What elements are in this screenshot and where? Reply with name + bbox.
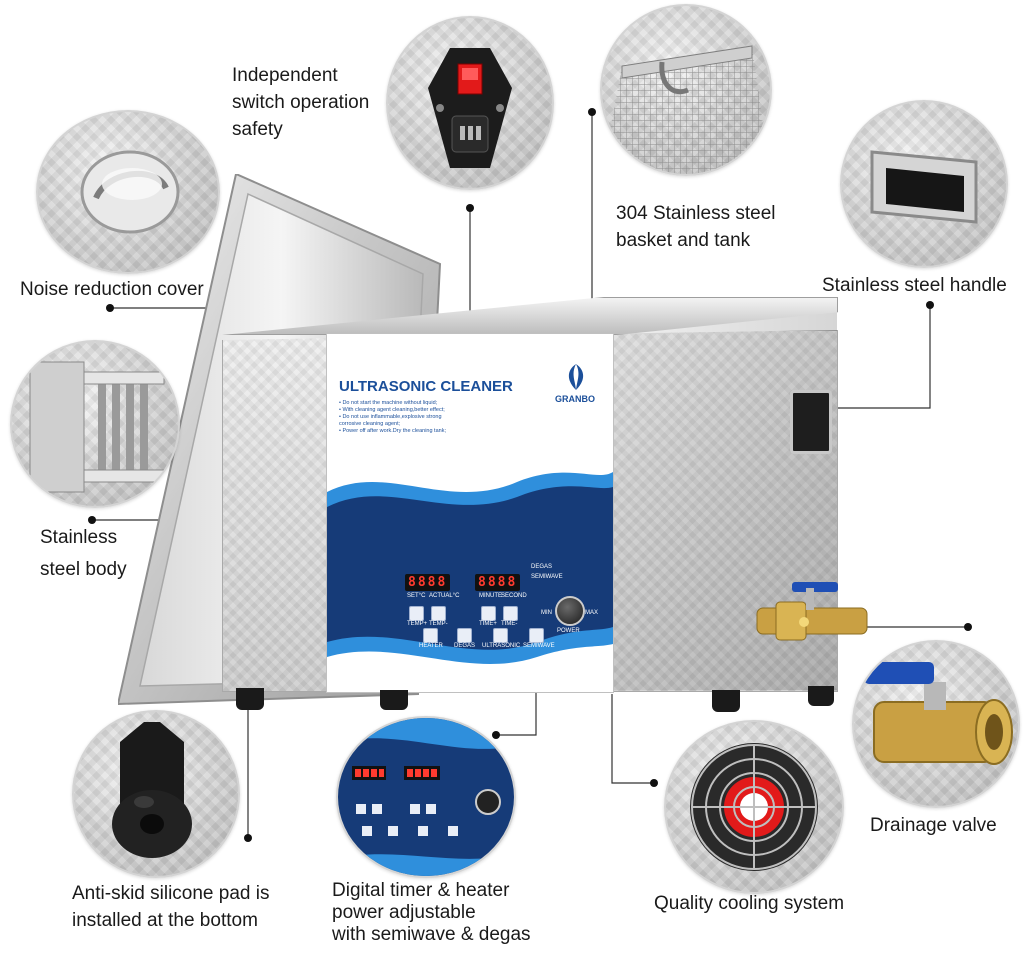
body-detail-circle bbox=[10, 340, 180, 508]
warning-notes: • Do not start the machine without liqui… bbox=[339, 400, 446, 434]
semiwave-indicator-label: SEMIWAVE bbox=[531, 574, 563, 580]
label-switch: Independent switch operation safety bbox=[232, 65, 370, 140]
power-label: POWER bbox=[557, 628, 580, 634]
temperature-display: 8888 bbox=[405, 574, 451, 591]
label-basket: 304 Stainless steel basket and tank bbox=[616, 203, 776, 251]
mesh-basket-icon bbox=[602, 45, 770, 174]
drain-valve-on-machine[interactable] bbox=[752, 580, 882, 660]
label-pad: Anti-skid silicone pad is installed at t… bbox=[72, 883, 270, 931]
folded-steel-icon bbox=[29, 361, 165, 493]
timer-detail-circle bbox=[336, 716, 516, 878]
label-timer: Digital timer & heater power adjustable … bbox=[332, 880, 531, 945]
handle-detail-circle bbox=[840, 100, 1008, 268]
ultrasonic-button[interactable] bbox=[493, 628, 508, 643]
second-label: SECOND bbox=[501, 593, 527, 599]
time-plus-label: TIME+ bbox=[479, 621, 497, 627]
max-label: MAX bbox=[585, 610, 599, 616]
time-display: 8888 bbox=[475, 574, 521, 591]
label-cooling: Quality cooling system bbox=[654, 893, 845, 914]
semiwave-button[interactable] bbox=[529, 628, 544, 643]
label-valve: Drainage valve bbox=[870, 815, 997, 836]
ultrasonic-label: ULTRASONIC bbox=[482, 643, 521, 649]
recessed-handle-icon bbox=[870, 150, 978, 224]
time-plus-button[interactable] bbox=[481, 606, 496, 621]
foot-left bbox=[236, 688, 264, 710]
wave-graphic bbox=[327, 472, 613, 692]
degas-label: DEGAS bbox=[454, 643, 476, 649]
brand-logo-icon bbox=[561, 362, 591, 392]
minute-label: MINUTE bbox=[479, 593, 502, 599]
min-label: MIN bbox=[541, 610, 552, 616]
label-body: Stainless steel body bbox=[40, 527, 127, 580]
degas-indicator-label: DEGAS bbox=[531, 564, 553, 570]
control-panel-zoom-icon bbox=[338, 718, 514, 876]
power-switch-icon bbox=[428, 48, 512, 168]
temp-minus-label: TEMP- bbox=[429, 621, 448, 627]
switch-detail-circle bbox=[386, 16, 554, 190]
valve-detail-circle bbox=[852, 640, 1020, 808]
pad-detail-circle bbox=[72, 710, 240, 878]
foot-mid-right bbox=[712, 690, 740, 712]
set-temp-label: SET°C bbox=[407, 593, 426, 599]
cooling-fan-icon bbox=[690, 743, 818, 871]
brand-name: GRANBO bbox=[555, 394, 595, 404]
brass-valve-icon bbox=[864, 662, 1013, 765]
heater-button[interactable] bbox=[423, 628, 438, 643]
front-control-panel: ULTRASONIC CLEANER GRANBO • Do not start… bbox=[326, 333, 614, 693]
power-knob[interactable] bbox=[555, 596, 585, 626]
label-cover: Noise reduction cover bbox=[20, 279, 204, 300]
basket-detail-circle bbox=[600, 4, 772, 176]
time-minus-label: TIME- bbox=[501, 621, 518, 627]
heater-label: HEATER bbox=[419, 643, 443, 649]
panel-title: ULTRASONIC CLEANER bbox=[339, 378, 513, 395]
actual-temp-label: ACTUAL°C bbox=[429, 593, 460, 599]
time-minus-button[interactable] bbox=[503, 606, 518, 621]
temp-plus-button[interactable] bbox=[409, 606, 424, 621]
cooling-detail-circle bbox=[664, 720, 844, 894]
side-handle[interactable] bbox=[790, 390, 832, 454]
foot-right bbox=[808, 686, 834, 706]
temp-plus-label: TEMP+ bbox=[407, 621, 428, 627]
cover-handle-icon bbox=[80, 150, 180, 234]
semiwave-label: SEMIWAVE bbox=[523, 643, 555, 649]
foot-mid-left bbox=[380, 690, 408, 710]
silicone-foot-icon bbox=[112, 722, 192, 858]
degas-button[interactable] bbox=[457, 628, 472, 643]
temp-minus-button[interactable] bbox=[431, 606, 446, 621]
cover-detail-circle bbox=[36, 110, 220, 274]
label-handle: Stainless steel handle bbox=[822, 275, 1007, 296]
